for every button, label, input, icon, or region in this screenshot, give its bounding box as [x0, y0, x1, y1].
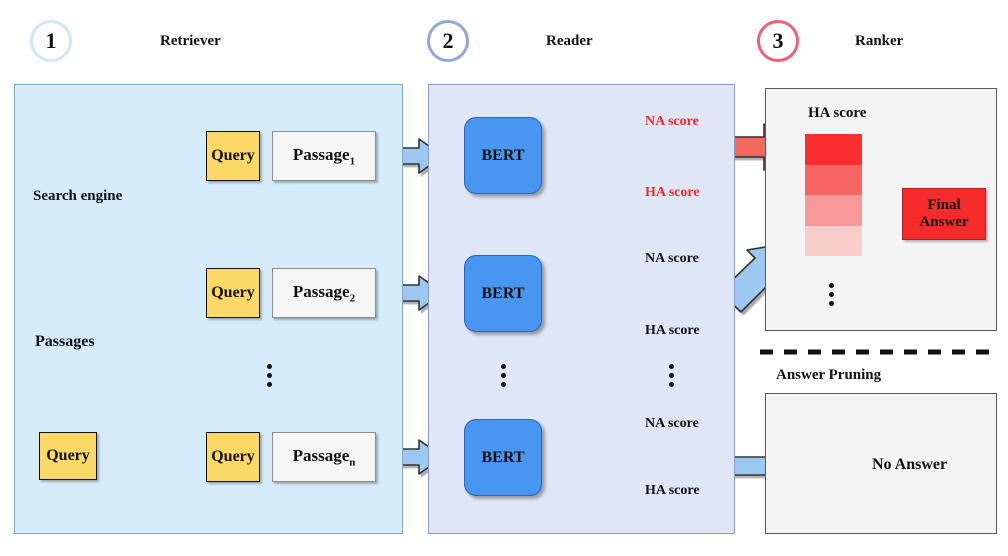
row-3-passage-box[interactable]: Passagen — [272, 432, 376, 482]
row-1-passage-sub: 1 — [349, 155, 356, 168]
row-1-passage-label: Passage — [292, 144, 350, 164]
bert-label-2: BERT — [481, 284, 525, 302]
answer-pruning-label: Answer Pruning — [776, 367, 882, 383]
passages-stack-label: Passages — [35, 333, 95, 350]
row-2-passage-text: Passage2 — [293, 282, 355, 304]
ha-score-label-1: HA score — [645, 185, 700, 200]
final-answer-line-1: Final — [927, 197, 961, 214]
stage-2-number: 2 — [427, 20, 469, 62]
na-score-label-3: NA score — [645, 416, 699, 431]
na-score-label-2: NA score — [645, 251, 699, 266]
row-3-query-label: Query — [211, 448, 255, 465]
row-2-passage-box[interactable]: Passage2 — [272, 268, 376, 318]
row-1-query-box[interactable]: Query — [206, 131, 260, 181]
ha-score-heatmap — [805, 134, 862, 256]
row-3-passage-label: Passage — [292, 445, 350, 465]
input-query-label: Query — [46, 447, 90, 464]
search-engine-label: Search engine — [33, 188, 123, 204]
row-1-passage-text: Passage1 — [293, 145, 355, 167]
row-1-passage-box[interactable]: Passage1 — [272, 131, 376, 181]
final-answer-box[interactable]: Final Answer — [902, 188, 986, 240]
ranker-ha-score-label: HA score — [808, 105, 867, 121]
stage-3-number-text: 3 — [772, 28, 784, 53]
bert-box-2[interactable]: BERT — [464, 255, 542, 332]
row-3-passage-sub: n — [349, 456, 356, 469]
row-3-passage-text: Passagen — [293, 446, 356, 468]
ha-score-band-4 — [805, 225, 862, 256]
stage-3-number: 3 — [757, 20, 799, 62]
scores-vertical-ellipsis-icon — [669, 364, 674, 387]
answer-pruning-panel — [765, 393, 997, 534]
row-2-passage-label: Passage — [292, 281, 350, 301]
stage-2-title: Reader — [546, 33, 593, 49]
ha-score-label-2: HA score — [645, 323, 700, 338]
input-query-box[interactable]: Query — [39, 432, 97, 480]
row-1-query-label: Query — [211, 147, 255, 164]
ranker-vertical-ellipsis-icon — [829, 283, 834, 306]
row-3-query-box[interactable]: Query — [206, 432, 260, 482]
na-score-label-1: NA score — [645, 114, 699, 129]
stage-1-number: 1 — [30, 20, 72, 62]
bert-box-3[interactable]: BERT — [464, 419, 542, 496]
bert-label-1: BERT — [481, 146, 525, 164]
ha-score-label-3: HA score — [645, 483, 700, 498]
row-2-passage-sub: 2 — [349, 292, 356, 305]
reader-vertical-ellipsis-icon — [501, 364, 506, 387]
stage-3-title: Ranker — [855, 33, 904, 49]
bert-box-1[interactable]: BERT — [464, 117, 542, 194]
ha-score-band-3 — [805, 195, 862, 226]
stage-1-title: Retriever — [160, 33, 221, 49]
no-answer-label: No Answer — [872, 456, 948, 473]
bert-label-3: BERT — [481, 448, 525, 466]
row-2-query-label: Query — [211, 284, 255, 301]
stage-1-number-text: 1 — [45, 28, 57, 53]
ha-score-band-1 — [805, 134, 862, 165]
final-answer-line-2: Answer — [919, 214, 969, 230]
ha-score-band-2 — [805, 164, 862, 195]
stage-2-number-text: 2 — [442, 28, 454, 53]
retriever-vertical-ellipsis-icon — [267, 364, 272, 387]
row-2-query-box[interactable]: Query — [206, 268, 260, 318]
